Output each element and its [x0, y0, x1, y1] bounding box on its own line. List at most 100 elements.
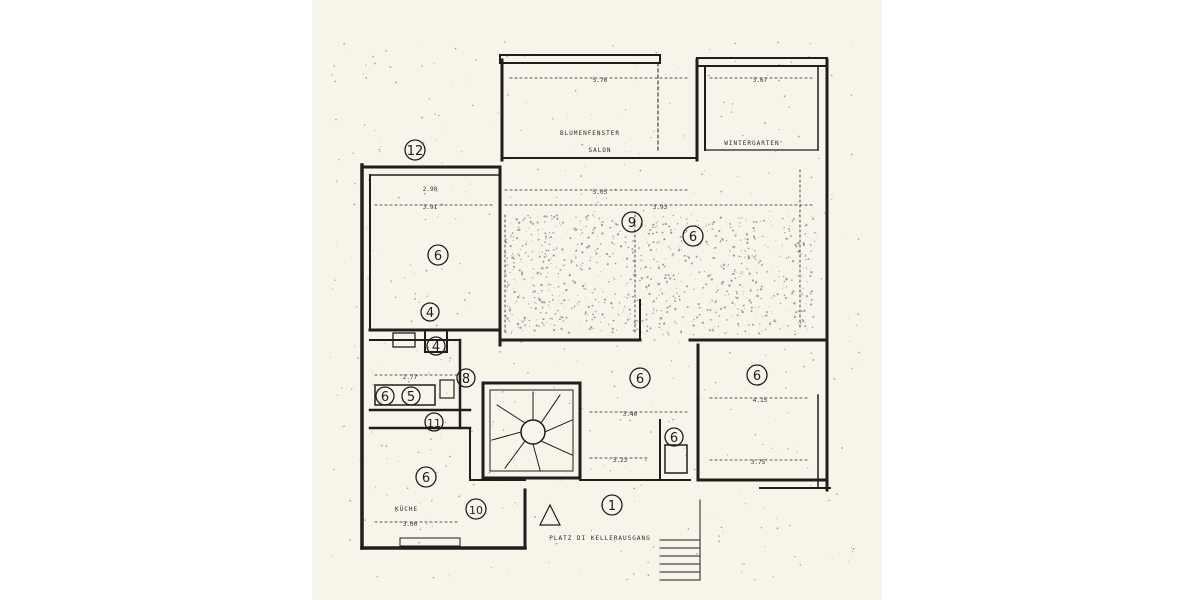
noise-dot [776, 517, 778, 519]
noise-dot [675, 287, 677, 289]
noise-dot [528, 319, 531, 322]
noise-dot [736, 292, 738, 295]
noise-dot [705, 283, 708, 286]
noise-dot [631, 295, 634, 298]
noise-dot [649, 228, 652, 232]
noise-dot [521, 274, 523, 276]
noise-dot [592, 328, 593, 330]
noise-dot [627, 317, 629, 319]
noise-dot [516, 237, 519, 240]
noise-dot [508, 572, 510, 573]
noise-dot [520, 258, 522, 261]
noise-dot [739, 222, 741, 224]
noise-dot [414, 298, 416, 300]
noise-dot [544, 235, 548, 238]
noise-dot [706, 243, 709, 246]
noise-dot [683, 447, 685, 449]
noise-dot [797, 310, 799, 312]
noise-dot [615, 329, 618, 331]
noise-dot [580, 193, 582, 195]
noise-dot [506, 55, 509, 58]
noise-dot [374, 62, 376, 65]
noise-dot [804, 254, 807, 256]
noise-dot [649, 267, 652, 269]
noise-dot [526, 241, 528, 243]
noise-dot [586, 246, 589, 249]
noise-dot [552, 329, 556, 332]
noise-dot [372, 55, 375, 58]
noise-dot [823, 212, 826, 214]
noise-dot [632, 273, 635, 276]
noise-dot [747, 254, 749, 256]
noise-dot [488, 213, 491, 216]
noise-dot [501, 507, 503, 509]
noise-dot [658, 322, 661, 325]
salon-balcony-rail [499, 54, 661, 64]
noise-dot [745, 233, 749, 236]
noise-dot [794, 333, 797, 336]
noise-dot [749, 288, 751, 289]
noise-dot [768, 172, 770, 174]
noise-dot [726, 454, 728, 456]
noise-dot [760, 264, 763, 266]
noise-dot [662, 263, 665, 266]
noise-dot [652, 223, 655, 227]
noise-dot [547, 234, 549, 236]
noise-dot [665, 258, 667, 260]
noise-dot [427, 346, 430, 349]
noise-dot [611, 370, 613, 373]
noise-dot [711, 223, 714, 226]
noise-dot [709, 274, 712, 276]
noise-dot [519, 326, 522, 329]
noise-dot [785, 387, 787, 389]
noise-dot [521, 245, 524, 247]
noise-dot [668, 225, 671, 228]
noise-dot [784, 231, 786, 234]
noise-dot [658, 264, 660, 266]
noise-dot [502, 429, 505, 431]
noise-dot [570, 261, 573, 264]
noise-dot [525, 264, 527, 266]
noise-dot [662, 333, 664, 334]
noise-dot [513, 257, 515, 260]
noise-dot [718, 315, 721, 317]
noise-dot [545, 321, 548, 323]
noise-dot [649, 248, 652, 252]
noise-dot [693, 288, 695, 290]
noise-dot [533, 285, 536, 287]
noise-dot [781, 288, 783, 290]
noise-dot [784, 348, 786, 351]
noise-dot [600, 271, 602, 273]
noise-dot [579, 234, 581, 236]
noise-dot [765, 314, 768, 317]
noise-dot [466, 177, 468, 179]
noise-dot [513, 255, 515, 257]
noise-dot [665, 280, 668, 283]
noise-dot [573, 261, 575, 263]
noise-dot [455, 342, 457, 344]
noise-dot [668, 316, 670, 318]
noise-dot [681, 242, 683, 244]
noise-dot [406, 487, 409, 490]
noise-dot [624, 236, 627, 238]
noise-dot [806, 281, 808, 283]
noise-dot [430, 438, 432, 441]
dim-323: 3.23 [613, 457, 628, 464]
noise-dot [769, 322, 771, 324]
noise-dot [556, 309, 559, 312]
noise-dot [787, 412, 789, 414]
noise-dot [683, 254, 686, 257]
noise-dot [436, 472, 438, 474]
noise-dot [773, 250, 775, 252]
noise-dot [751, 249, 753, 251]
noise-dot [574, 89, 577, 92]
noise-dot [725, 306, 727, 308]
noise-dot [506, 317, 509, 320]
noise-dot [809, 292, 812, 295]
noise-dot [644, 261, 646, 262]
noise-dot [537, 229, 540, 231]
noise-dot [515, 291, 517, 293]
noise-dot [505, 327, 507, 329]
noise-dot [708, 223, 710, 225]
noise-dot [784, 296, 787, 299]
